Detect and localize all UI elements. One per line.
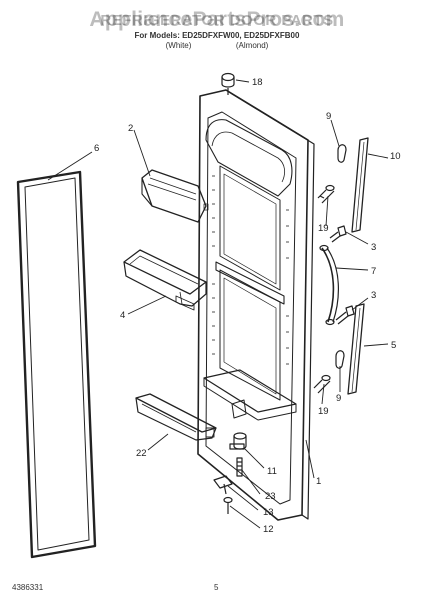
diagram-title: REFRIGERATOR DOOR PARTS <box>100 12 334 29</box>
door-handle-part <box>319 244 339 326</box>
callout-2: 2 <box>128 123 133 134</box>
callout-19: 19 <box>318 223 329 234</box>
hinge-screw-part <box>223 496 233 514</box>
callout-10: 10 <box>390 151 401 162</box>
callout-1: 1 <box>316 476 321 487</box>
dairy-bin-part <box>141 169 209 223</box>
callout-7: 7 <box>371 266 376 277</box>
callout-19b: 19 <box>318 406 329 417</box>
color-variants: (White) (Almond) <box>0 41 434 50</box>
hinge-plug-part <box>221 72 235 95</box>
callout-18: 18 <box>252 77 263 88</box>
model-numbers: For Models: ED25DFXFW00, ED25DFXFB00 <box>134 31 300 40</box>
color-left: (White) <box>165 41 192 50</box>
door-gasket-part <box>16 170 97 559</box>
hinge-bracket-part <box>213 475 233 495</box>
callout-9b: 9 <box>336 393 341 404</box>
leader-lines <box>47 79 389 529</box>
callout-11: 11 <box>267 466 277 477</box>
lower-handle-trim-part <box>347 303 365 395</box>
handle-end-cap-part <box>335 144 347 369</box>
handle-screw-part <box>329 225 355 325</box>
callout-12: 12 <box>263 524 274 535</box>
hinge-bushing-part <box>229 432 247 450</box>
screw-part <box>313 184 335 394</box>
callout-labels: 18 2 6 9 10 19 3 7 3 4 5 9 19 22 11 1 23… <box>94 77 401 535</box>
hinge-pin-part <box>236 457 243 477</box>
color-right: (Almond) <box>235 41 269 50</box>
watermark: AppliancePartsPros.com <box>89 8 345 31</box>
callout-5: 5 <box>391 340 396 351</box>
callout-23: 23 <box>265 491 276 502</box>
callout-3: 3 <box>371 242 376 253</box>
callout-6: 6 <box>94 143 99 154</box>
upper-handle-trim-part <box>351 137 369 233</box>
door-assembly-part <box>197 89 315 521</box>
document-number: 4386331 <box>12 583 44 592</box>
callout-3b: 3 <box>371 290 376 301</box>
shelf-bin-part <box>123 249 207 311</box>
callout-22: 22 <box>136 448 147 459</box>
callout-9: 9 <box>326 111 331 122</box>
callout-4: 4 <box>120 310 125 321</box>
page-number: 5 <box>214 583 219 592</box>
callout-13: 13 <box>263 507 274 518</box>
bottom-bin-part <box>135 393 217 441</box>
